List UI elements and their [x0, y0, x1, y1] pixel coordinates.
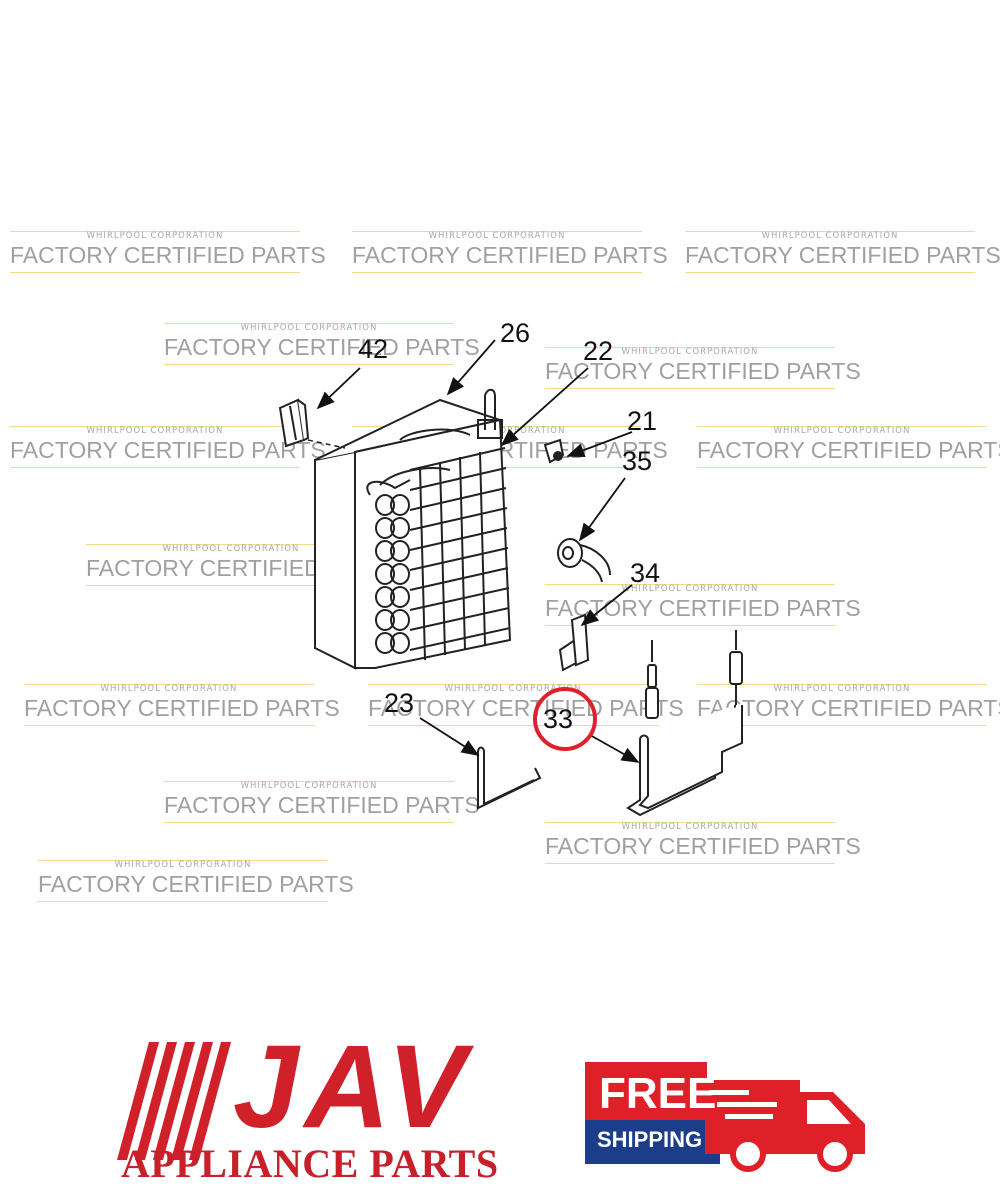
watermark: WHIRLPOOL CORPORATION FACTORY CERTIFIED …: [697, 684, 1000, 726]
callout-34: 34: [630, 558, 660, 588]
callout-33: 33: [543, 704, 573, 734]
speed-stripes-icon: [117, 1042, 231, 1160]
watermark-subtitle: WHIRLPOOL CORPORATION: [697, 684, 987, 694]
part-34-bracket: [558, 613, 590, 672]
watermark-subtitle: WHIRLPOOL CORPORATION: [164, 323, 454, 333]
shipping-free-text: FREE: [599, 1069, 717, 1118]
watermark-title: FACTORY CERTIFIED PARTS: [38, 870, 354, 902]
part-23-wire: [477, 746, 542, 810]
brand-name-text: JAV: [233, 1021, 472, 1153]
callout-21: 21: [627, 406, 657, 436]
watermark-title: FACTORY CERTIFIED PARTS: [164, 791, 480, 823]
callout-23: 23: [384, 688, 414, 718]
watermark-title: FACTORY CERTIFIED PARTS: [10, 241, 326, 273]
watermark: WHIRLPOOL CORPORATION FACTORY CERTIFIED …: [164, 781, 480, 823]
callout-35: 35: [622, 446, 652, 476]
watermark-subtitle: WHIRLPOOL CORPORATION: [685, 231, 975, 241]
watermark: WHIRLPOOL CORPORATION FACTORY CERTIFIED …: [697, 426, 1000, 468]
watermark: WHIRLPOOL CORPORATION FACTORY CERTIFIED …: [685, 231, 1000, 273]
watermark: WHIRLPOOL CORPORATION FACTORY CERTIFIED …: [10, 426, 326, 468]
watermark-title: FACTORY CERTIFIED PARTS: [545, 832, 861, 864]
watermark-title: FACTORY CERTIFIED PARTS: [685, 241, 1000, 273]
part-33-tube-assembly: [626, 630, 743, 817]
free-shipping-badge: FREE SHIPPING: [585, 1062, 875, 1172]
watermark: WHIRLPOOL CORPORATION FACTORY CERTIFIED …: [368, 684, 684, 726]
shipping-subtext: SHIPPING: [597, 1127, 703, 1152]
watermark-subtitle: WHIRLPOOL CORPORATION: [24, 684, 314, 694]
watermark: WHIRLPOOL CORPORATION FACTORY CERTIFIED …: [24, 684, 340, 726]
watermark-subtitle: WHIRLPOOL CORPORATION: [545, 822, 835, 832]
watermark-title: FACTORY CERTIFIED PARTS: [697, 694, 1000, 726]
watermark-subtitle: WHIRLPOOL CORPORATION: [368, 684, 658, 694]
watermark-subtitle: WHIRLPOOL CORPORATION: [86, 544, 376, 554]
callout-42: 42: [358, 334, 388, 364]
watermark-subtitle: WHIRLPOOL CORPORATION: [545, 584, 835, 594]
watermark-title: FACTORY CERTIFIED PARTS: [697, 436, 1000, 468]
watermark-subtitle: WHIRLPOOL CORPORATION: [164, 781, 454, 791]
callout-22: 22: [583, 336, 613, 366]
watermark-subtitle: WHIRLPOOL CORPORATION: [38, 860, 328, 870]
evaporator-coil: [314, 388, 512, 670]
watermark-title: FACTORY CERTIFIED PARTS: [368, 694, 684, 726]
badge-background: [585, 1062, 865, 1172]
part-21-screw: [543, 438, 565, 464]
watermark: WHIRLPOOL CORPORATION FACTORY CERTIFIED …: [38, 860, 354, 902]
watermark: WHIRLPOOL CORPORATION FACTORY CERTIFIED …: [164, 323, 480, 365]
part-42-clip: [278, 398, 310, 448]
watermark-title: FACTORY CERTIFIED PARTS: [10, 436, 326, 468]
watermark-subtitle: WHIRLPOOL CORPORATION: [10, 426, 300, 436]
callout-26: 26: [500, 318, 530, 348]
watermark-subtitle: WHIRLPOOL CORPORATION: [10, 231, 300, 241]
watermark-subtitle: WHIRLPOOL CORPORATION: [697, 426, 987, 436]
watermark-title: FACTORY CERTIFIED PARTS: [545, 357, 861, 389]
brand-logo: JAV APPLIANCE PARTS: [115, 1028, 585, 1190]
watermark-subtitle: WHIRLPOOL CORPORATION: [545, 347, 835, 357]
watermark: WHIRLPOOL CORPORATION FACTORY CERTIFIED …: [545, 347, 861, 389]
brand-subtitle: APPLIANCE PARTS: [121, 1141, 499, 1186]
watermark-subtitle: WHIRLPOOL CORPORATION: [352, 231, 642, 241]
watermark-title: FACTORY CERTIFIED PARTS: [24, 694, 340, 726]
watermark: WHIRLPOOL CORPORATION FACTORY CERTIFIED …: [352, 231, 668, 273]
highlight-circle: [533, 687, 597, 751]
brand-name: JAV: [233, 1028, 472, 1146]
exploded-parts-diagram: 42 26 22 21 35 34 23 33: [278, 318, 743, 817]
part-35-sensor: [557, 538, 611, 583]
watermark: WHIRLPOOL CORPORATION FACTORY CERTIFIED …: [10, 231, 326, 273]
watermark-title: FACTORY CERTIFIED PARTS: [352, 241, 668, 273]
delivery-truck-icon: [705, 1080, 865, 1172]
watermark: WHIRLPOOL CORPORATION FACTORY CERTIFIED …: [545, 822, 861, 864]
leader-lines: [316, 339, 640, 763]
watermark-title: FACTORY CERTIFIED PARTS: [164, 333, 480, 365]
